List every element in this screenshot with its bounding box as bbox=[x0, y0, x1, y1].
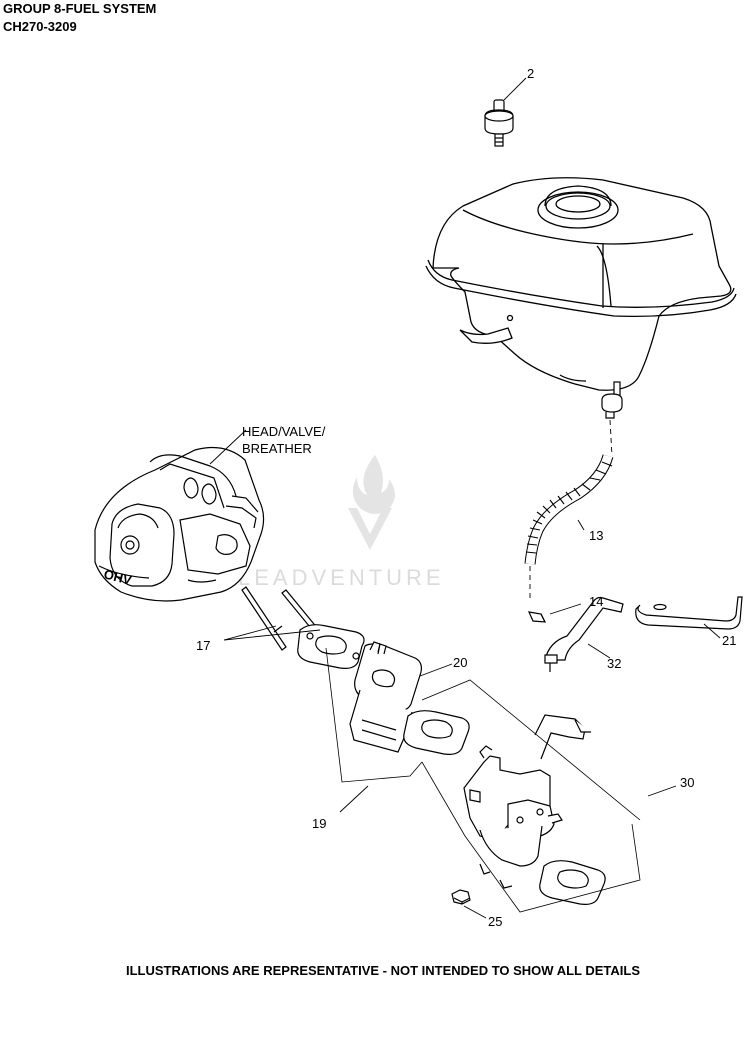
watermark-text: LEADVENTURE bbox=[238, 565, 445, 590]
assembly-label-line2: BREATHER bbox=[242, 441, 312, 456]
part-cylinder-head: OHV bbox=[94, 447, 265, 602]
callout-2: 2 bbox=[527, 66, 534, 81]
callout-14: 14 bbox=[589, 594, 603, 609]
part-hose-clamp bbox=[527, 611, 547, 623]
callout-19: 19 bbox=[312, 816, 326, 831]
callout-32: 32 bbox=[607, 656, 621, 671]
callout-13: 13 bbox=[589, 528, 603, 543]
part-fuel-filter bbox=[484, 99, 514, 147]
kit-boundary-lines bbox=[325, 647, 641, 913]
callout-17: 17 bbox=[196, 638, 210, 653]
part-fuel-tank bbox=[425, 177, 737, 391]
part-bracket-21 bbox=[635, 596, 743, 630]
part-fuel-hose bbox=[524, 454, 614, 565]
part-nut bbox=[451, 889, 471, 905]
callout-21: 21 bbox=[722, 633, 736, 648]
part-carburetor bbox=[463, 714, 591, 889]
part-bracket-32 bbox=[544, 596, 624, 672]
group-title: GROUP 8-FUEL SYSTEM bbox=[3, 1, 157, 16]
callout-20: 20 bbox=[453, 655, 467, 670]
callout-25: 25 bbox=[488, 914, 502, 929]
part-insulator bbox=[349, 641, 422, 753]
assembly-label-line1: HEAD/VALVE/ bbox=[242, 424, 326, 439]
part-gasket-mid bbox=[403, 710, 470, 755]
page-header: GROUP 8-FUEL SYSTEM CH270-3209 bbox=[3, 0, 156, 36]
part-gasket-head bbox=[297, 624, 365, 669]
footer-disclaimer: ILLUSTRATIONS ARE REPRESENTATIVE - NOT I… bbox=[126, 963, 640, 978]
watermark-logo: LEADVENTURE bbox=[238, 455, 445, 590]
callout-30: 30 bbox=[680, 775, 694, 790]
leader-tank-hose bbox=[609, 419, 613, 457]
part-tank-fitting bbox=[601, 381, 623, 419]
leader-lines bbox=[209, 77, 721, 919]
model-number: CH270-3209 bbox=[3, 19, 77, 34]
ohv-badge: OHV bbox=[102, 566, 133, 587]
